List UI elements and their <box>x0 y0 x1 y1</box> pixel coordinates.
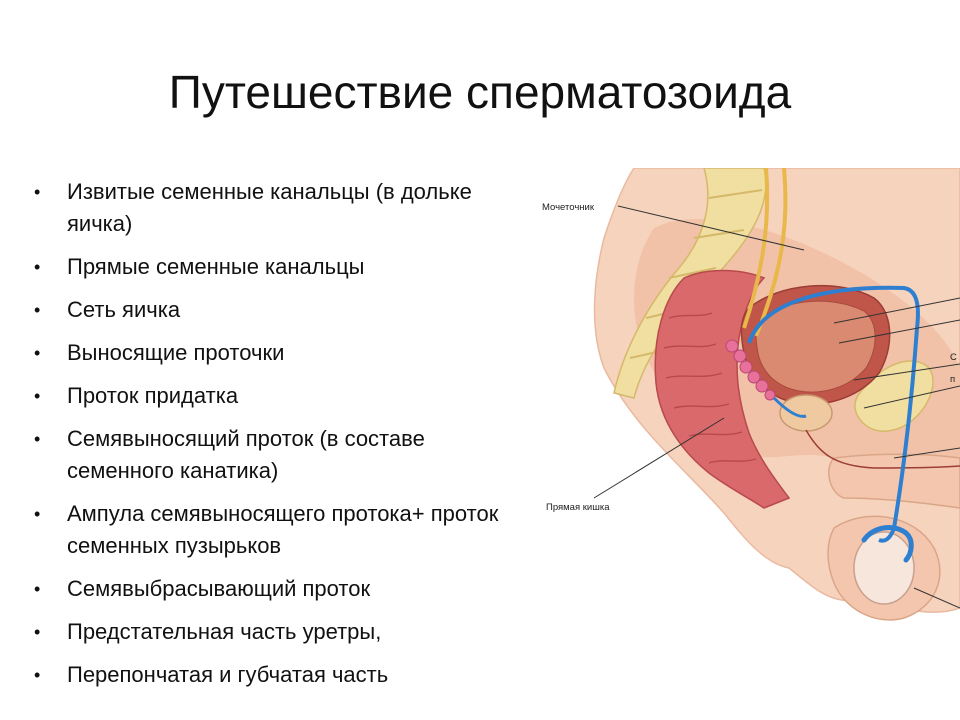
epididymis <box>861 525 914 563</box>
bullet-text: Семявыносящий проток (в составе семенног… <box>67 426 425 483</box>
label-cut-1: С <box>950 352 957 363</box>
bullet-icon: • <box>34 665 41 685</box>
testis <box>853 531 915 605</box>
leader-lines <box>593 205 960 609</box>
bullet-text: Сеть яичка <box>67 297 181 322</box>
bullet-icon: • <box>34 257 41 277</box>
rectum-folds <box>663 312 757 464</box>
label-cut-2: п <box>950 374 955 385</box>
bullet-icon: • <box>34 504 41 524</box>
bullet-text: Выносящие проточки <box>67 340 285 365</box>
bullet-icon: • <box>34 622 41 642</box>
bullet-item: • Предстательная часть уретры, <box>34 616 534 648</box>
bullet-text: Семявыбрасывающий проток <box>67 576 371 601</box>
urethra <box>805 429 960 469</box>
bullet-icon: • <box>34 300 41 320</box>
bullet-icon: • <box>34 182 41 202</box>
bullet-text: Предстательная часть уретры, <box>67 619 382 644</box>
bullet-item: • Сеть яичка <box>34 294 534 326</box>
bullet-icon: • <box>34 386 41 406</box>
ejaculatory-duct <box>772 396 807 418</box>
bullet-icon: • <box>34 429 41 449</box>
bullet-item: • Ампула семявыносящего протока+ проток с… <box>34 498 534 562</box>
bullet-icon: • <box>34 343 41 363</box>
ureter <box>742 168 770 329</box>
bladder-wall <box>755 300 876 393</box>
bullet-item: • Семявыносящий проток (в составе семенно… <box>34 423 534 487</box>
bullet-item: • Выносящие проточки <box>34 337 534 369</box>
bullet-text: Перепончатая и губчатая часть <box>67 662 389 687</box>
seminal-vesicles <box>725 339 776 401</box>
slide-title: Путешествие сперматозоида <box>168 66 792 118</box>
bullet-item: • Семявыбрасывающий проток <box>34 573 534 605</box>
prostate <box>779 394 833 432</box>
bullet-text: Ампула семявыносящего протока+ проток се… <box>67 501 499 558</box>
ureter <box>754 168 788 337</box>
label-ureter: Мочеточник <box>542 202 595 213</box>
bullet-text: Прямые семенные канальцы <box>67 254 365 279</box>
label-rectum: Прямая кишка <box>546 502 610 513</box>
bullet-icon: • <box>34 579 41 599</box>
rectum <box>654 269 791 509</box>
bullet-list: • Извитые семенные канальцы (в дольке яич… <box>34 176 534 702</box>
anatomy-svg: Мочеточник Прямая кишка С п <box>542 168 960 621</box>
anatomy-illustration: Мочеточник Прямая кишка С п <box>534 168 960 720</box>
bullet-item: • Извитые семенные канальцы (в дольке яич… <box>34 176 534 240</box>
bullet-text: Извитые семенные канальцы (в дольке яичк… <box>67 179 472 236</box>
bullet-item: • Проток придатка <box>34 380 534 412</box>
bullet-text: Проток придатка <box>67 383 239 408</box>
bullet-item: • Прямые семенные канальцы <box>34 251 534 283</box>
bullet-item: • Перепончатая и губчатая часть <box>34 659 534 691</box>
